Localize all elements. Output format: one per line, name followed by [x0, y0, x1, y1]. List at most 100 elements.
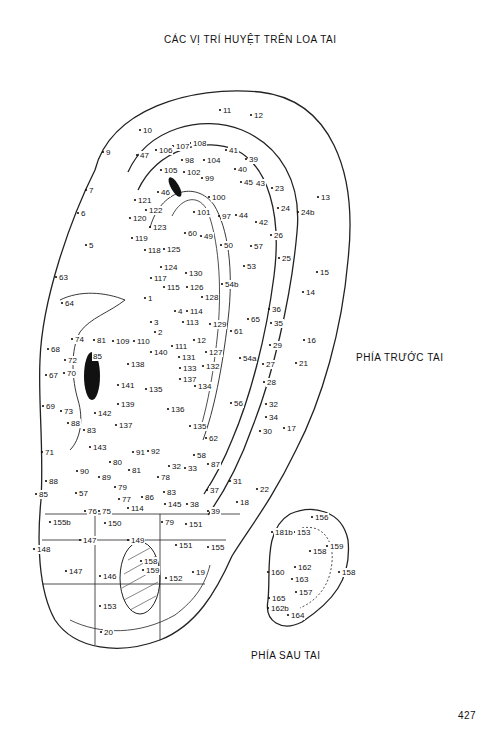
callout-number: 125 — [166, 245, 181, 254]
point-dot — [171, 345, 173, 347]
point-dot — [277, 207, 279, 209]
point-dot — [269, 344, 271, 346]
point-dot — [270, 234, 272, 236]
callout-number: 74 — [74, 335, 85, 344]
point-dot — [185, 523, 187, 525]
point-dot — [182, 321, 184, 323]
callout-number: 72 — [67, 356, 78, 365]
callout-number: 7 — [88, 186, 94, 195]
callout-number: 87 — [210, 460, 221, 469]
callout-number: 31 — [232, 477, 243, 486]
point-dot — [93, 339, 95, 341]
callout-number: 113 — [185, 318, 200, 327]
callout-number: 134 — [197, 382, 212, 391]
point-dot — [202, 365, 204, 367]
point-dot — [317, 196, 319, 198]
callout-number: 100 — [211, 193, 226, 202]
callout-number: 11 — [222, 106, 232, 115]
point-dot — [55, 276, 57, 278]
point-dot — [295, 362, 297, 364]
point-dot — [102, 151, 104, 153]
point-dot — [265, 403, 267, 405]
callout-number: 41 — [228, 146, 239, 155]
callout-number: 158 — [341, 568, 356, 577]
point-dot — [76, 470, 78, 472]
point-dot — [129, 217, 131, 219]
callout-number: 35 — [273, 319, 284, 328]
callout-number: 146 — [102, 572, 117, 581]
callout-number: 148 — [36, 545, 51, 554]
callout-number: 156 — [314, 513, 329, 522]
callout-number: 138 — [130, 360, 145, 369]
point-dot — [84, 510, 86, 512]
callout-number: 71 — [44, 448, 55, 457]
callout-number: 81 — [96, 336, 107, 345]
callout-number: 37 — [209, 486, 220, 495]
point-dot — [98, 476, 100, 478]
callout-number: 108 — [192, 139, 207, 148]
callout-number: 109 — [115, 337, 130, 346]
callout-number: 9 — [105, 148, 111, 157]
point-dot — [283, 427, 285, 429]
callout-number: 128 — [204, 293, 219, 302]
point-dot — [115, 424, 117, 426]
callout-number: 20 — [103, 628, 114, 637]
callout-number: 33 — [187, 464, 198, 473]
point-dot — [35, 493, 37, 495]
point-dot — [67, 422, 69, 424]
callout-number: 1 — [147, 294, 153, 303]
point-dot — [112, 340, 114, 342]
point-dot — [45, 480, 47, 482]
callout-number: 50 — [223, 241, 234, 250]
callout-number: 153 — [102, 602, 117, 611]
point-dot — [259, 430, 261, 432]
callout-number: 77 — [121, 495, 132, 504]
point-dot — [267, 607, 269, 609]
callout-number: 137 — [118, 421, 133, 430]
point-dot — [49, 521, 51, 523]
callout-number: 3 — [153, 318, 159, 327]
point-dot — [302, 291, 304, 293]
callout-number: 117 — [153, 274, 168, 283]
point-dot — [174, 310, 176, 312]
point-dot — [150, 277, 152, 279]
point-dot — [205, 437, 207, 439]
callout-number: 139 — [120, 400, 135, 409]
point-dot — [157, 476, 159, 478]
point-dot — [33, 548, 35, 550]
point-dot — [338, 571, 340, 573]
callout-number: 46 — [160, 188, 171, 197]
point-dot — [185, 272, 187, 274]
point-dot — [100, 631, 102, 633]
point-dot — [303, 339, 305, 341]
point-dot — [230, 402, 232, 404]
point-dot — [230, 330, 232, 332]
callout-number: 16 — [306, 336, 317, 345]
point-dot — [155, 149, 157, 151]
lobe-grid — [42, 514, 240, 645]
callout-number: 63 — [58, 273, 69, 282]
callout-number: 119 — [134, 234, 149, 243]
point-dot — [164, 503, 166, 505]
callout-number: 129 — [212, 320, 227, 329]
callout-number: 68 — [50, 345, 61, 354]
callout-number: 85 — [38, 490, 49, 499]
tragus-line — [60, 293, 125, 450]
callout-number: 160 — [270, 568, 285, 577]
point-dot — [295, 591, 297, 593]
callout-number: 155b — [52, 518, 72, 527]
callout-number: 79 — [164, 518, 175, 527]
page-title: CÁC VỊ TRÍ HUYỆT TRÊN LOA TAI — [164, 34, 337, 46]
point-dot — [77, 212, 79, 214]
callout-number: 131 — [181, 353, 196, 362]
point-dot — [117, 403, 119, 405]
point-dot — [145, 209, 147, 211]
point-dot — [271, 187, 273, 189]
callout-number: 24b — [300, 208, 315, 217]
callout-number: 32 — [171, 462, 182, 471]
point-dot — [234, 168, 236, 170]
point-dot — [189, 425, 191, 427]
callout-number: 65 — [250, 315, 261, 324]
callout-number: 54a — [242, 354, 257, 363]
point-dot — [64, 359, 66, 361]
